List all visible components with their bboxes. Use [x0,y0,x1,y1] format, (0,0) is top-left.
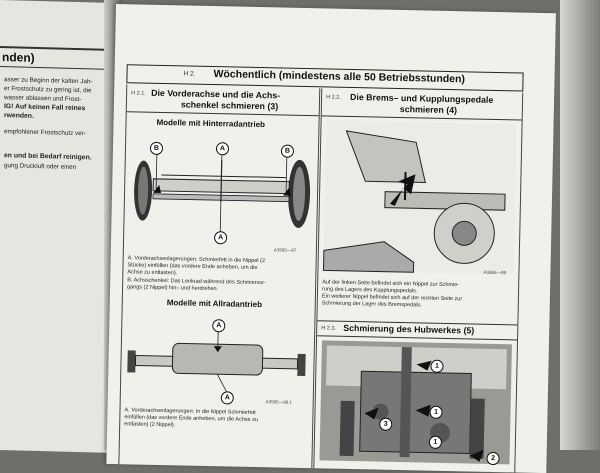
left-page: nden) asser zu Beginn der kalten Jah- er… [0,0,120,453]
section-header-hitch: H 2.3. Schmierung des Hubwerkes (5) [317,320,517,340]
section-title-line1: Die Vorderachse und die Achs- [151,88,280,101]
section-number: H 2.2. [326,94,341,100]
pedal-text-line: Schmierung der Lager des Bremspedals. [322,300,422,310]
figure-code: A3565—98.1 [266,399,292,405]
section-title-line2: schmieren (4) [400,104,457,115]
right-page: H 2. Wöchentlich (mindestens alle 50 Bet… [106,4,556,473]
section-number: H 2.3. [321,325,336,331]
subheading-all-wheel: Modelle mit Allradantrieb [167,298,262,309]
instruction-line: gangs (2 Nippel) hin– und herdrehen. [127,284,218,293]
instruction-line: entlasten) (2 Nippel). [124,421,175,430]
section-header: H 2.1. Die Vorderachse und die Achs- sch… [127,84,320,116]
header-title: Wöchentlich (mindestens alle 50 Betriebs… [213,68,465,85]
section-title-line2: schenkel schmieren (3) [181,99,279,111]
left-page-heading: nden) [0,46,114,70]
section-front-axle: H 2.1. Die Vorderachse und die Achs- sch… [118,84,320,468]
background-edge [560,0,600,450]
section-header: H 2.2. Die Brems– und Kupplungspedale sc… [322,88,523,120]
left-page-line: rwenden. [4,112,34,121]
figure-code: A3565—99 [483,270,506,275]
section-pedals: H 2.2. Die Brems– und Kupplungspedale sc… [313,88,523,472]
left-page-line: gung Druckluft oder einen [4,162,76,172]
left-page-line: en und bei Bedarf reinigen. [4,152,92,162]
section-title: Schmierung des Hubwerkes (5) [343,323,474,336]
pedals-figure [323,120,516,274]
subheading-rear-wheel: Modelle mit Hinterradantrieb [156,118,265,129]
section-title-line1: Die Brems– und Kupplungspedale [350,92,493,105]
section-number: H 2.1. [131,90,146,96]
callout-a-lower: A [221,391,234,404]
left-page-line: empfohlener Frostschutz ver- [4,128,86,138]
hitch-figure [319,340,511,464]
figure-code: A3565—97 [274,247,297,252]
header-number: H 2. [183,70,195,77]
